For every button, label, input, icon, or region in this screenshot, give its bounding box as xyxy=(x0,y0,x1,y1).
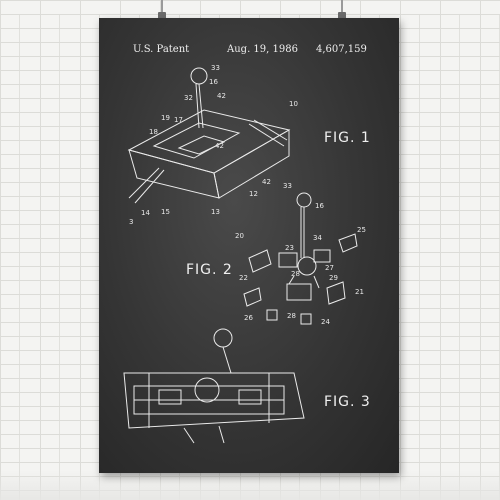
binder-clip-right xyxy=(337,0,347,22)
ref-number: 23 xyxy=(285,244,294,252)
patent-drawing: 33 16 32 42 10 19 18 17 42 12 42 14 15 1… xyxy=(99,64,366,473)
ref-number: 14 xyxy=(141,209,150,217)
ref-number: 24 xyxy=(321,318,330,326)
ref-number: 18 xyxy=(149,128,158,136)
ref-number: 27 xyxy=(325,264,334,272)
ref-number: 15 xyxy=(161,208,170,216)
ref-number: 19 xyxy=(161,114,170,122)
floor-shadow xyxy=(0,470,500,500)
ref-number: 28 xyxy=(291,270,300,278)
binder-clip-left xyxy=(157,0,167,22)
ref-number: 32 xyxy=(184,94,193,102)
ref-number: 29 xyxy=(329,274,338,282)
ref-number: 10 xyxy=(289,100,298,108)
ref-number: 3 xyxy=(129,218,133,226)
ref-number: 33 xyxy=(283,182,292,190)
ref-number: 34 xyxy=(313,234,322,242)
reference-numbers: 33 16 32 42 10 19 18 17 42 12 42 14 15 1… xyxy=(129,64,366,326)
ref-number: 33 xyxy=(211,64,220,72)
ref-number: 21 xyxy=(355,288,364,296)
fig1-joystick-illustration xyxy=(129,68,289,203)
ref-number: 42 xyxy=(215,142,224,150)
ref-number: 22 xyxy=(239,274,248,282)
fig-2-label: FIG. 2 xyxy=(186,262,233,278)
ref-number: 17 xyxy=(174,116,183,124)
ref-number: 16 xyxy=(315,202,324,210)
ref-number: 20 xyxy=(235,232,244,240)
ref-number: 26 xyxy=(244,314,253,322)
ref-number: 28 xyxy=(287,312,296,320)
patent-label: U.S. Patent xyxy=(133,44,190,55)
fig-1-label: FIG. 1 xyxy=(324,130,371,146)
fig-3-label: FIG. 3 xyxy=(324,394,371,410)
ref-number: 13 xyxy=(211,208,220,216)
patent-number: 4,607,159 xyxy=(316,44,367,55)
fig2-exploded-illustration xyxy=(244,193,357,324)
ref-number: 42 xyxy=(217,92,226,100)
patent-poster: U.S. Patent Aug. 19, 1986 4,607,159 xyxy=(99,18,399,473)
patent-date: Aug. 19, 1986 xyxy=(227,44,298,55)
ref-number: 42 xyxy=(262,178,271,186)
fig3-cross-section-illustration xyxy=(124,329,304,443)
ref-number: 12 xyxy=(249,190,258,198)
ref-number: 16 xyxy=(209,78,218,86)
ref-number: 25 xyxy=(357,226,366,234)
